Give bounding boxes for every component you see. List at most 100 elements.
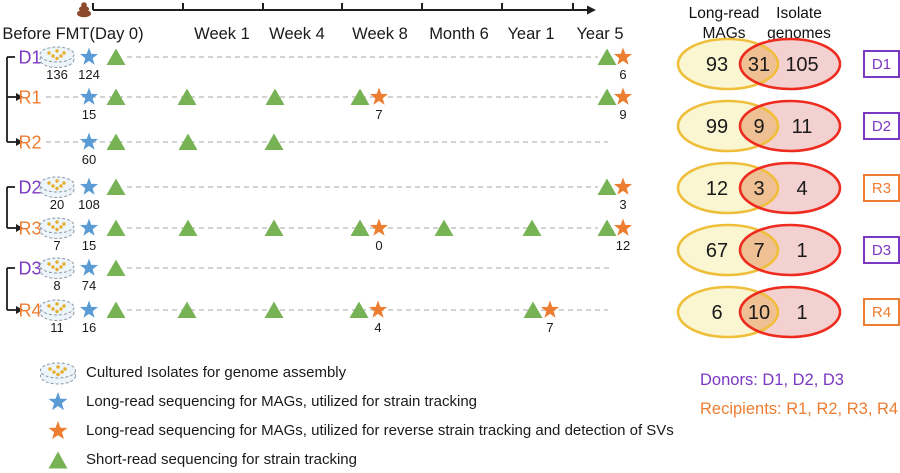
venn-right-ellipse-outline [738, 37, 842, 91]
row-label-R3: R3 [18, 219, 41, 239]
venn-right-ellipse-outline [738, 99, 842, 153]
venn-left-count: 67 [706, 240, 728, 262]
colony-dot [47, 51, 51, 55]
row-label-R1: R1 [18, 88, 41, 108]
green-triangle-icon [106, 301, 126, 318]
green-triangle-icon [597, 219, 617, 236]
blue-star-icon [79, 218, 99, 236]
bracket-arrowhead [16, 224, 23, 232]
colony-dot [62, 51, 66, 55]
colony-dot [55, 220, 59, 224]
bracket-arrowhead [16, 306, 23, 314]
petri-dish-icon [39, 217, 75, 239]
venn-overlap-count: 9 [753, 116, 764, 138]
colony-dot [55, 179, 59, 183]
green-triangle-icon [597, 48, 617, 65]
venn-overlap-count: 3 [753, 178, 764, 200]
petri-dish-rim [39, 217, 75, 234]
legend: Cultured Isolates for genome assembly Lo… [36, 358, 674, 473]
legend-item-longread-reverse-tracking: Long-read sequencing for MAGs, utilized … [36, 416, 674, 445]
marker-count: 15 [82, 107, 96, 122]
colony-dot [47, 304, 51, 308]
row-label-D3: D3 [18, 259, 41, 279]
colony-dot [47, 181, 51, 185]
donor-recipient-bracket [6, 267, 23, 314]
axis-arrowhead [587, 5, 596, 15]
marker-count: 3 [619, 197, 626, 212]
timepoint-label: Week 8 [352, 25, 408, 43]
marker-count: 12 [616, 238, 630, 253]
venn-overlap-count: 31 [748, 54, 770, 76]
colony-dot [59, 265, 63, 269]
colony-dot [51, 265, 55, 269]
row-label-R2: R2 [18, 133, 41, 153]
colony-dot [55, 309, 59, 314]
venn-header-line: Isolate [776, 5, 822, 22]
colony-dot [47, 222, 51, 226]
colony-dot [55, 49, 59, 53]
colony-dot [51, 307, 55, 311]
venn-tag-box-D1 [863, 50, 900, 78]
marker-count: 4 [374, 320, 381, 335]
venn-left-ellipse-outline [676, 285, 780, 339]
venn-left-ellipse-outline [676, 161, 780, 215]
venn-tag-label-D3: D3 [872, 242, 891, 259]
venn-left-count: 99 [706, 116, 728, 138]
legend-item-longread-strain-tracking: Long-read sequencing for MAGs, utilized … [36, 387, 674, 416]
petri-dish-rim [39, 176, 75, 193]
green-triangle-icon [106, 133, 126, 150]
blue-star-icon [79, 47, 99, 65]
venn-right-ellipse-outline [738, 285, 842, 339]
venn-tag-box-R3 [863, 174, 900, 202]
colony-dot [47, 262, 51, 266]
green-triangle-icon [106, 259, 126, 276]
green-triangle-icon [177, 301, 197, 318]
marker-count: 7 [375, 107, 382, 122]
venn-overlap-count: 10 [748, 302, 770, 324]
colony-dot [51, 225, 55, 229]
timepoint-label: Year 5 [576, 25, 623, 43]
petri-dish-rim [39, 299, 75, 316]
colony-dot [62, 222, 66, 226]
legend-label: Short-read sequencing for strain trackin… [86, 451, 357, 468]
green-triangle-icon [106, 88, 126, 105]
marker-count: 6 [619, 67, 626, 82]
marker-count: 7 [53, 238, 60, 253]
venn-right-count: 4 [796, 178, 807, 200]
orange-star-icon [613, 177, 633, 195]
blue-star-icon [79, 87, 99, 105]
green-triangle-icon [178, 133, 198, 150]
cohort-notes: Donors: D1, D2, D3 Recipients: R1, R2, R… [700, 366, 898, 424]
colony-dot [59, 225, 63, 229]
venn-overlap-count: 7 [753, 240, 764, 262]
venn-left-ellipse-outline [676, 37, 780, 91]
colony-dot [62, 181, 66, 185]
colony-dot [55, 260, 59, 264]
venn-tag-label-R3: R3 [872, 180, 891, 197]
venn-tag-label-D2: D2 [872, 118, 891, 135]
row-label-D1: D1 [18, 48, 41, 68]
colony-dot [55, 56, 59, 61]
legend-item-shortread-tracking: Short-read sequencing for strain trackin… [36, 445, 674, 473]
petri-dish-icon [39, 257, 75, 279]
blue-star-icon [79, 177, 99, 195]
orange-star-icon [613, 47, 633, 65]
venn-right-count: 11 [792, 116, 813, 138]
green-triangle-icon [264, 133, 284, 150]
venn-left-count: 12 [706, 178, 728, 200]
venn-tag-box-D2 [863, 112, 900, 140]
orange-star-icon [613, 87, 633, 105]
venn-header-line: genomes [767, 24, 831, 42]
row-label-D2: D2 [18, 178, 41, 198]
venn-left-ellipse-outline [676, 223, 780, 277]
green-triangle-icon [522, 219, 542, 236]
timepoint-label: Week 1 [194, 25, 250, 43]
